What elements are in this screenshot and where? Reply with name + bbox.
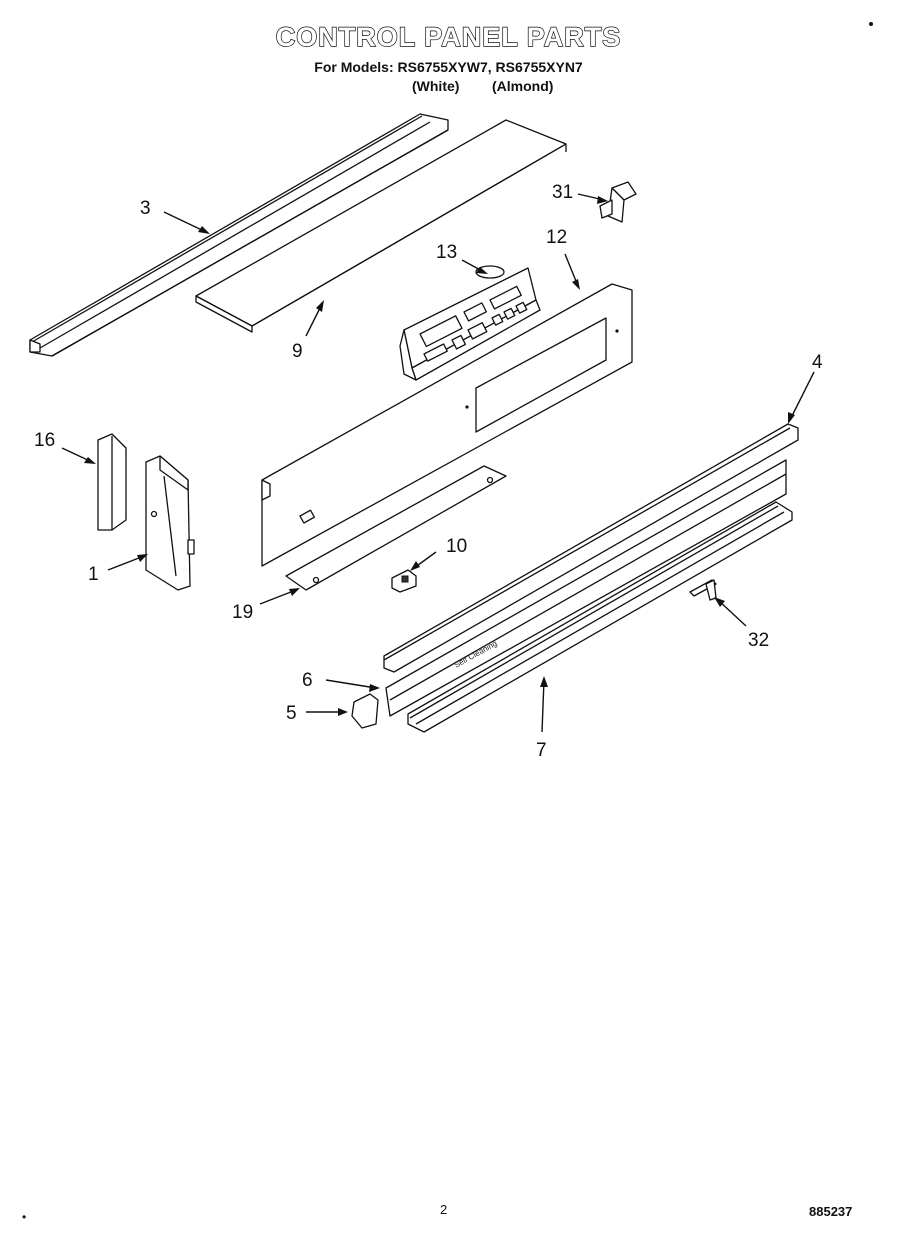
part-5-end-cap — [351, 693, 379, 729]
page-number: 2 — [440, 1202, 448, 1217]
callout-32: 32 — [748, 630, 769, 651]
part-31-clip — [599, 181, 637, 223]
part-12-control-panel — [261, 283, 633, 567]
variant-white: (White) — [412, 78, 460, 94]
callout-7: 7 — [536, 740, 547, 761]
part-19-plate — [285, 465, 507, 591]
corner-dot — [869, 22, 873, 26]
callout-labels: 3 9 31 13 12 4 16 1 10 19 32 6 5 7 — [34, 182, 823, 761]
part-7-bottom-channel — [407, 501, 793, 733]
callout-12: 12 — [546, 227, 567, 248]
callout-19: 19 — [232, 602, 253, 623]
callout-6: 6 — [302, 670, 313, 691]
leader-arrows — [61, 193, 815, 733]
callout-3: 3 — [140, 198, 151, 219]
callout-9: 9 — [292, 341, 303, 362]
part-3-top-trim — [29, 113, 449, 357]
callout-10: 10 — [446, 536, 467, 557]
callout-16: 16 — [34, 430, 55, 451]
models-subtitle: For Models: RS6755XYW7, RS6755XYN7 — [314, 59, 583, 75]
page-title: CONTROL PANEL PARTS — [275, 21, 622, 52]
document-number: 885237 — [809, 1204, 853, 1219]
part-32-clip — [689, 579, 717, 601]
part-9-top-panel — [195, 119, 567, 333]
part-16-side-bracket — [97, 433, 127, 531]
callout-13: 13 — [436, 242, 457, 263]
part-13-control-board — [399, 265, 541, 381]
part-1-end-bracket — [145, 455, 195, 591]
variant-almond: (Almond) — [492, 78, 554, 94]
callout-31: 31 — [552, 182, 573, 203]
callout-4: 4 — [812, 352, 823, 373]
callout-1: 1 — [88, 564, 99, 585]
part-10-switch — [391, 569, 417, 593]
corner-mark: • — [22, 1210, 27, 1224]
callout-5: 5 — [286, 703, 297, 724]
